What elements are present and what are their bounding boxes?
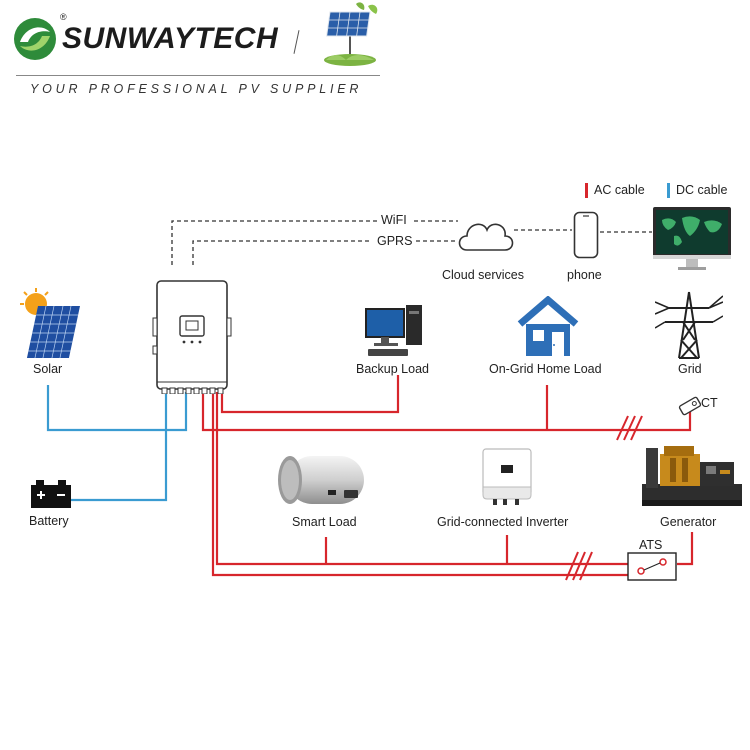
registered-mark: ® xyxy=(60,12,67,22)
dc-cable-battery xyxy=(70,392,168,502)
brand-tagline: YOUR PROFESSIONAL PV SUPPLIER xyxy=(30,82,363,96)
home-load-house-icon xyxy=(516,295,580,358)
phone-icon xyxy=(573,211,599,259)
backup-load-pc-icon xyxy=(364,303,426,359)
battery-icon xyxy=(30,479,72,509)
brand-name: SUNWAYTECH xyxy=(62,22,279,55)
gprs-label: GPRS xyxy=(377,234,413,248)
wifi-label: WiFI xyxy=(381,213,407,227)
solar-panel-icon xyxy=(20,288,80,360)
gprs-link xyxy=(192,240,455,265)
grid-tower-icon xyxy=(654,290,724,360)
ongrid-home-load-label: On-Grid Home Load xyxy=(489,362,602,376)
phone-label: phone xyxy=(567,268,602,282)
grid-connected-inverter-label: Grid-connected Inverter xyxy=(437,515,569,529)
ats-label: ATS xyxy=(639,538,663,552)
battery-label: Battery xyxy=(29,514,69,528)
dc-cable-legend-label: DC cable xyxy=(676,183,728,197)
brand-logo-icon xyxy=(12,16,58,62)
ct-label: CT xyxy=(701,396,718,410)
generator-label: Generator xyxy=(660,515,717,529)
ac-cable-generator-bus xyxy=(211,392,694,577)
ac-cable-legend-label: AC cable xyxy=(594,183,645,197)
ats-break-mark xyxy=(565,551,593,581)
cloud-services-label: Cloud services xyxy=(442,268,524,282)
smart-load-water-heater-icon xyxy=(274,452,370,508)
dc-cable-legend-swatch xyxy=(667,183,670,198)
grid-break-mark xyxy=(616,415,643,441)
generator-icon xyxy=(640,440,744,508)
ct-sensor-icon xyxy=(678,396,702,416)
header-underline xyxy=(16,75,380,76)
wifi-link xyxy=(171,220,458,265)
brand-solar-tree-icon xyxy=(316,0,384,70)
smart-load-label: Smart Load xyxy=(292,515,357,529)
grid-label: Grid xyxy=(678,362,702,376)
solar-label: Solar xyxy=(33,362,63,376)
ac-cable-grid xyxy=(201,385,692,432)
hybrid-inverter-icon xyxy=(152,280,232,395)
dc-cable-solar xyxy=(46,385,188,432)
cloud-icon xyxy=(455,212,515,254)
grid-connected-inverter-icon xyxy=(481,447,533,509)
ac-cable-backup xyxy=(220,375,400,414)
monitor-icon xyxy=(652,206,732,272)
backup-load-label: Backup Load xyxy=(356,362,429,376)
ats-switch-icon xyxy=(627,552,677,581)
cloud-phone-link xyxy=(514,229,652,233)
ac-cable-legend-swatch xyxy=(585,183,588,198)
